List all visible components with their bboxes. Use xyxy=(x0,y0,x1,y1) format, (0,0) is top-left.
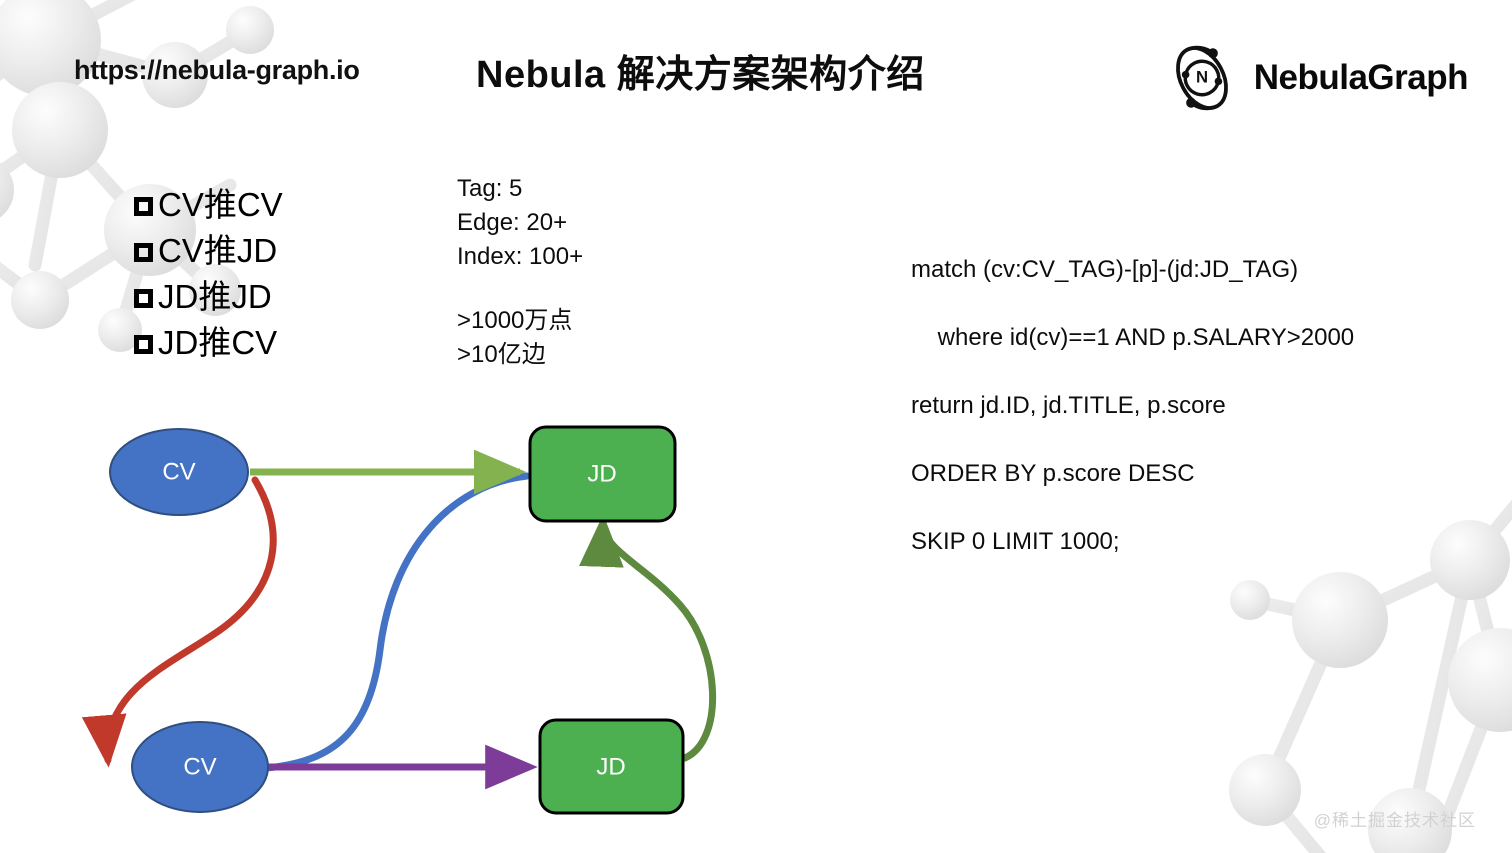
schema-stats-block: Tag: 5 Edge: 20+ Index: 100+ >1000万点 >10… xyxy=(457,172,583,372)
graph-node-label: CV xyxy=(162,458,195,485)
list-item: JD推JD xyxy=(134,274,283,320)
stats-edge-count: Edge: 20+ xyxy=(457,209,568,236)
stats-index-count: Index: 100+ xyxy=(457,243,584,270)
query-line-match: match (cv:CV_TAG)-[p]-(jd:JD_TAG) xyxy=(911,256,1299,283)
graph-node-jd-top[interactable]: JD xyxy=(528,425,677,523)
brand-mark-letter: N xyxy=(1196,68,1208,87)
watermark: @稀土掘金技术社区 xyxy=(1313,811,1476,830)
query-line-limit: SKIP 0 LIMIT 1000; xyxy=(911,528,1120,555)
list-item-label: JD推CV xyxy=(158,324,278,361)
square-bullet-icon xyxy=(134,288,153,308)
graph-diagram: CV JD CV JD xyxy=(81,425,716,815)
square-bullet-icon xyxy=(134,334,153,354)
query-code-block: match (cv:CV_TAG)-[p]-(jd:JD_TAG) where … xyxy=(911,236,1354,576)
stats-edge-scale: >10亿边 xyxy=(457,341,546,368)
site-url[interactable]: https://nebula-graph.io xyxy=(74,55,360,85)
nebula-orbit-icon: N xyxy=(1175,45,1228,111)
list-item: CV推JD xyxy=(134,228,283,274)
feature-bullet-list: CV推CV CV推JD JD推JD JD推CV xyxy=(134,182,283,366)
list-item: CV推CV xyxy=(134,182,283,228)
stats-vertex-scale: >1000万点 xyxy=(457,307,573,334)
square-bullet-icon xyxy=(134,242,153,262)
edge-cv-to-cv xyxy=(81,476,277,768)
list-item-label: JD推JD xyxy=(158,278,272,315)
list-item-label: CV推CV xyxy=(158,186,283,223)
query-line-return: return jd.ID, jd.TITLE, p.score xyxy=(911,392,1226,419)
stats-tag-count: Tag: 5 xyxy=(457,175,523,202)
graph-node-jd-bottom[interactable]: JD xyxy=(538,718,685,815)
query-line-order: ORDER BY p.score DESC xyxy=(911,460,1195,487)
square-bullet-icon xyxy=(134,196,153,216)
graph-node-label: JD xyxy=(587,460,616,487)
list-item: JD推CV xyxy=(134,320,283,366)
graph-node-cv-bottom[interactable]: CV xyxy=(131,721,269,813)
graph-node-label: JD xyxy=(596,753,625,780)
brand-name: NebulaGraph xyxy=(1253,58,1469,97)
page-title: Nebula 解决方案架构介绍 xyxy=(476,54,925,96)
brand-logo: N NebulaGraph xyxy=(1164,40,1469,116)
edge-cv-bottom-to-jd-top xyxy=(262,472,531,772)
edge-jd-to-jd xyxy=(579,514,716,762)
list-item-label: CV推JD xyxy=(158,232,278,269)
graph-node-label: CV xyxy=(183,753,216,780)
graph-node-cv-top[interactable]: CV xyxy=(109,428,249,516)
stats-spacer xyxy=(457,274,583,304)
query-line-where: where id(cv)==1 AND p.SALARY>2000 xyxy=(911,324,1355,351)
